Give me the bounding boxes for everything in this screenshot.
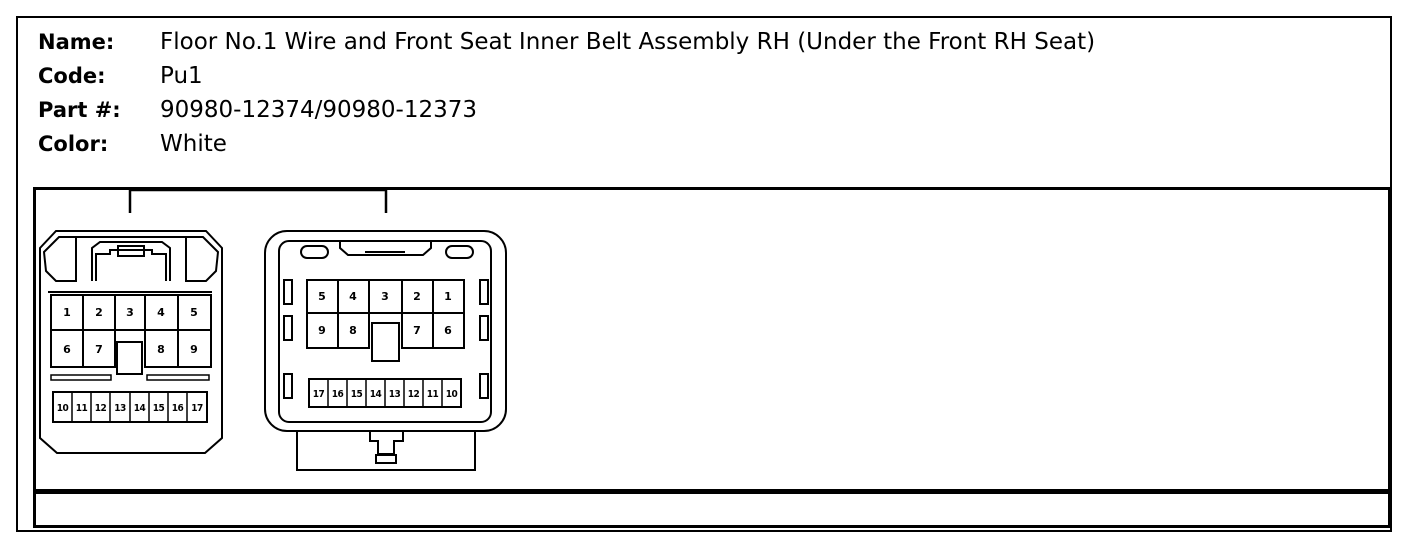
left-pin-13: 13 bbox=[114, 403, 126, 414]
left-pin-6: 6 bbox=[63, 343, 71, 356]
left-pin-4: 4 bbox=[157, 306, 165, 319]
part-label: Part #: bbox=[38, 98, 121, 122]
code-row: Code: Pu1 bbox=[38, 61, 203, 91]
name-label: Name: bbox=[38, 30, 115, 54]
left-pin-16: 16 bbox=[172, 403, 184, 414]
part-value: 90980-12374/90980-12373 bbox=[160, 97, 478, 123]
name-row: Name: Floor No.1 Wire and Front Seat Inn… bbox=[38, 27, 1095, 57]
right-pin-4: 4 bbox=[349, 290, 357, 303]
right-pin-10: 10 bbox=[446, 389, 458, 400]
right-pin-11: 11 bbox=[427, 389, 439, 400]
color-row: Color: White bbox=[38, 129, 227, 159]
connector-diagram-box bbox=[33, 187, 1391, 492]
code-value: Pu1 bbox=[160, 63, 203, 89]
left-pin-15: 15 bbox=[153, 403, 165, 414]
left-key-slot bbox=[116, 341, 143, 375]
right-pin-12: 12 bbox=[408, 389, 420, 400]
right-pin-3: 3 bbox=[381, 290, 389, 303]
right-connector-outline bbox=[264, 230, 507, 471]
left-connector-outline bbox=[39, 230, 223, 454]
part-row: Part #: 90980-12374/90980-12373 bbox=[38, 95, 477, 125]
left-pin-12: 12 bbox=[95, 403, 107, 414]
left-pin-2: 2 bbox=[95, 306, 103, 319]
right-pin-5: 5 bbox=[318, 290, 326, 303]
right-pin-13: 13 bbox=[389, 389, 401, 400]
right-pin-1: 1 bbox=[444, 290, 452, 303]
right-pin-2: 2 bbox=[413, 290, 421, 303]
left-pin-9: 9 bbox=[190, 343, 198, 356]
right-key-slot bbox=[371, 322, 400, 362]
right-pin-15: 15 bbox=[351, 389, 363, 400]
name-value: Floor No.1 Wire and Front Seat Inner Bel… bbox=[160, 29, 1096, 55]
diagram-footer-box bbox=[33, 491, 1391, 528]
left-pin-14: 14 bbox=[134, 403, 146, 414]
color-label: Color: bbox=[38, 132, 109, 156]
right-pin-17: 17 bbox=[313, 389, 325, 400]
left-pin-11: 11 bbox=[76, 403, 88, 414]
right-pin-8: 8 bbox=[349, 324, 357, 337]
left-pin-3: 3 bbox=[126, 306, 134, 319]
right-pin-7: 7 bbox=[413, 324, 421, 337]
right-connector-pins: 5 4 3 2 1 9 8 7 6 17 16 15 14 13 12 11 1… bbox=[306, 279, 465, 408]
left-pin-10: 10 bbox=[57, 403, 69, 414]
connector-info-frame bbox=[16, 16, 1392, 532]
left-connector-pins: 1 2 3 4 5 6 7 8 9 10 11 12 13 14 15 16 1… bbox=[50, 294, 212, 423]
right-pin-9: 9 bbox=[318, 324, 326, 337]
right-pin-16: 16 bbox=[332, 389, 344, 400]
code-label: Code: bbox=[38, 64, 106, 88]
right-pin-14: 14 bbox=[370, 389, 382, 400]
left-pin-8: 8 bbox=[157, 343, 165, 356]
left-pin-7: 7 bbox=[95, 343, 103, 356]
connector-pair-bracket bbox=[128, 188, 388, 213]
color-value: White bbox=[160, 131, 227, 157]
left-pin-5: 5 bbox=[190, 306, 198, 319]
left-pin-1: 1 bbox=[63, 306, 71, 319]
right-pin-6: 6 bbox=[444, 324, 452, 337]
left-pin-17: 17 bbox=[191, 403, 203, 414]
